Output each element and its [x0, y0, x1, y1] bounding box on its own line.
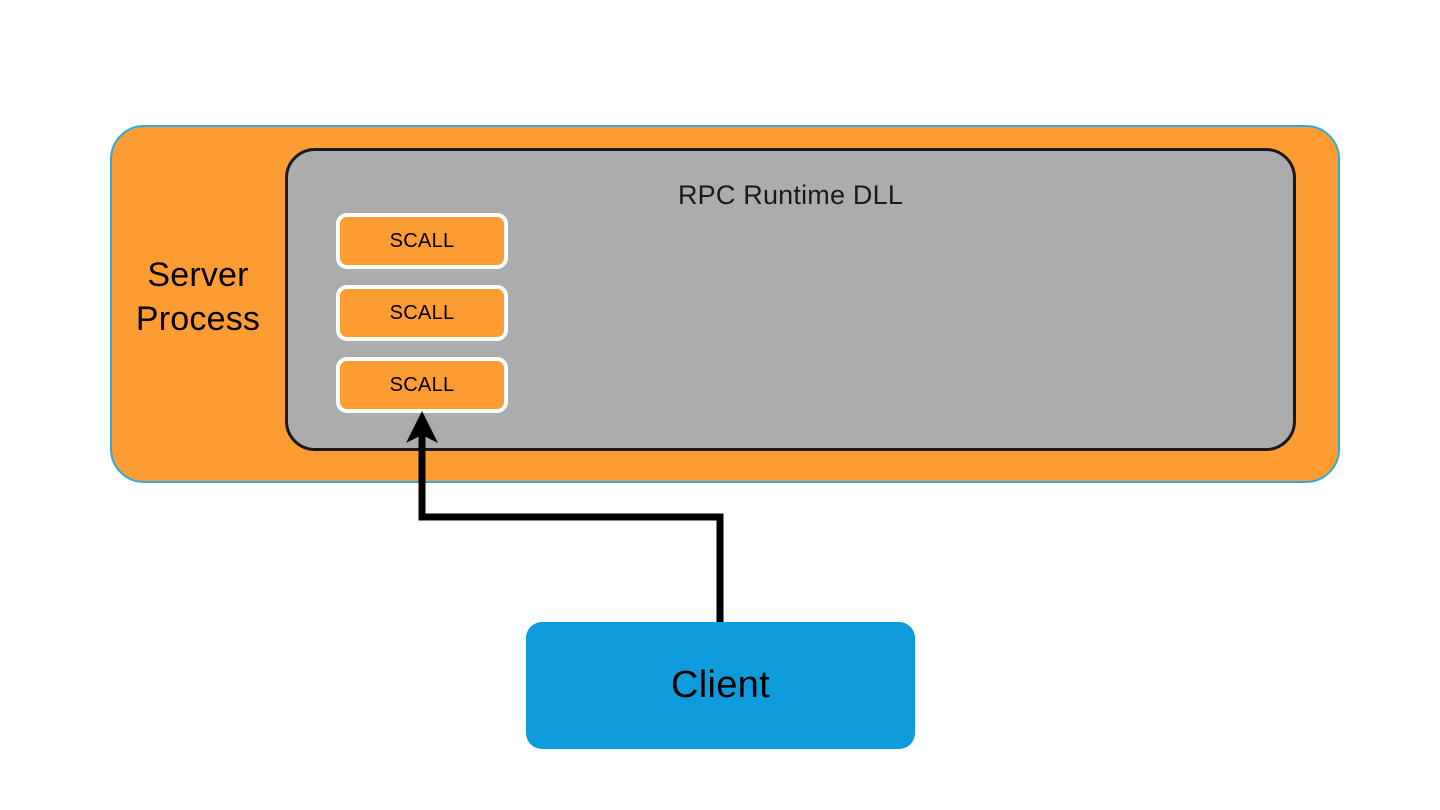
scall-box-1[interactable]: SCALL	[336, 213, 508, 269]
scall-box-2[interactable]: SCALL	[336, 285, 508, 341]
server-process-label: Server Process	[135, 256, 261, 338]
rpc-runtime-dll-label: RPC Runtime DLL	[677, 180, 904, 210]
client-box[interactable]: Client	[526, 622, 915, 749]
client-label: Client	[671, 664, 770, 706]
scall-box-3[interactable]: SCALL	[336, 357, 508, 413]
